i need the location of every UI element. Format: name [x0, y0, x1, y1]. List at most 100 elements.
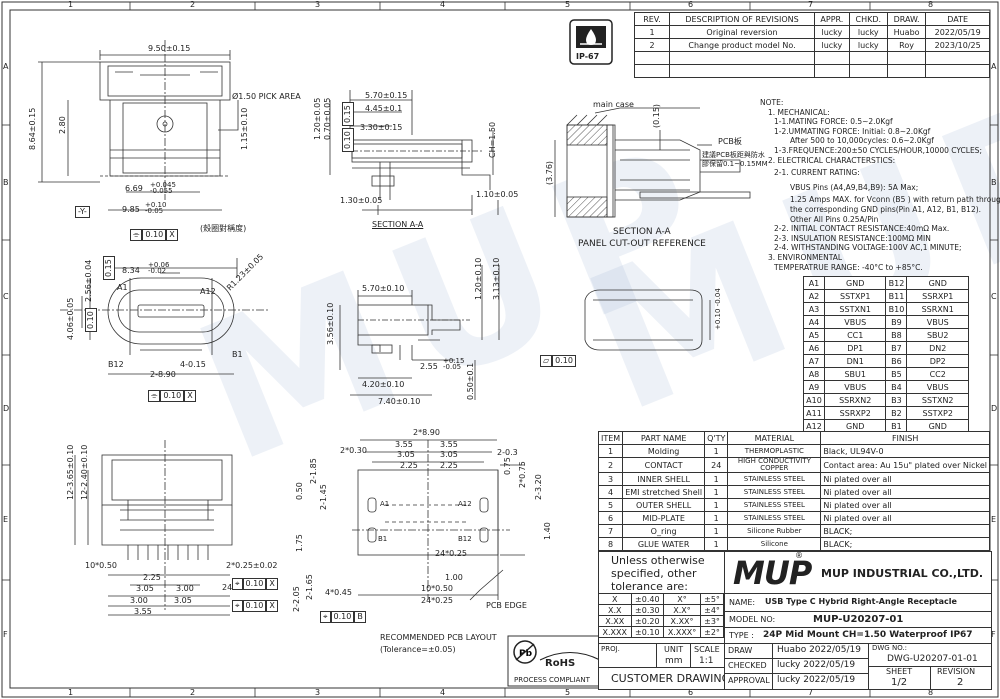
pin-cell: SSRXN1	[906, 302, 969, 316]
frame-col-4: 4	[440, 0, 446, 9]
pin-cell: A11	[803, 406, 825, 420]
rohs-label: RoHS	[545, 658, 576, 669]
bom-cell: Ni plated over all	[820, 511, 990, 525]
pcb-note-2: 膠保留0.1~0.15MM	[702, 160, 768, 168]
frame-row-e: E	[3, 515, 9, 524]
dim-top-width: 9.50±0.15	[148, 44, 191, 53]
scale-value: 1:1	[699, 656, 714, 666]
note-line: TEMPERATRUE RANGE: -40°C to +85°C.	[774, 262, 923, 272]
revision-label: REVISION	[937, 667, 976, 676]
rev-description: Change product model No.	[669, 38, 815, 52]
rohs-subtitle: PROCESS COMPLIANT	[514, 676, 590, 684]
name-label: NAME:	[729, 598, 756, 607]
pcb-dim-24025: 24*0.25	[421, 596, 453, 605]
unit-label: UNIT	[664, 645, 684, 654]
pin-cell: SSRXN2	[823, 393, 887, 407]
pin-cell: GND	[823, 276, 887, 290]
bom-header-cell: ITEM	[597, 431, 624, 445]
bom-cell: 3	[597, 472, 624, 486]
ip-rating-label: IP-67	[576, 52, 600, 61]
dim-740: 7.40±0.10	[378, 397, 421, 406]
tolerance-cell: ±0.10	[630, 626, 665, 638]
model-label: MODEL NO:	[729, 615, 776, 624]
section-title: SECTION A-A	[613, 227, 671, 237]
dwg-cell: DWG NO.: DWG-U20207-01-01	[868, 643, 992, 668]
bom-cell: 1	[704, 524, 729, 538]
pin-cell: A8	[803, 367, 825, 381]
bom-cell: OUTER SHELL	[622, 498, 706, 512]
dim-height-280: 2.80	[58, 116, 67, 134]
bom-cell: 2	[597, 457, 624, 473]
dim-255: 2.55	[420, 362, 438, 371]
main-case-label: main case	[593, 100, 634, 109]
tolerance-heading: Unless otherwise specified, other tolera…	[611, 554, 705, 593]
bom-header-cell: Q'TY	[704, 431, 729, 445]
dim-225: 2.25	[143, 573, 161, 582]
pin-cell: B2	[885, 406, 908, 420]
pick-area-label: Ø1.50 PICK AREA	[232, 92, 301, 101]
bottom-view	[74, 440, 233, 616]
dim-070: 0.70±0.05	[323, 97, 332, 140]
pcb-dim-4045: 4*0.45	[325, 588, 352, 597]
bom-cell: Silicone	[727, 537, 822, 551]
dim-2890: 2-8.90	[150, 370, 176, 379]
dim-300b: 3.00	[130, 596, 148, 605]
frame-col-7: 7	[808, 0, 814, 9]
pin-cell: A9	[803, 380, 825, 394]
dim-1050: 10*0.50	[85, 561, 117, 570]
company-logo: MUP	[733, 554, 812, 592]
pin-cell: A5	[803, 328, 825, 342]
dim-height-864: 8.64±0.15	[28, 107, 37, 150]
bom-cell: 4	[597, 485, 624, 499]
pin-cell: SSRXP2	[823, 406, 887, 420]
dwg-label: DWG NO.:	[872, 644, 908, 652]
datum-y: -Y-	[75, 199, 90, 218]
pcb-dim-1050: 10*0.50	[421, 584, 453, 593]
pin-cell: B11	[885, 289, 908, 303]
frame-row-f: F	[3, 630, 8, 639]
pcb-dim-075: 0.75	[503, 457, 512, 475]
frame-col-4: 4	[440, 688, 446, 697]
bom-cell: Silicone Rubber	[727, 524, 822, 538]
bom-cell: 1	[704, 537, 729, 551]
dim-width-985: 9.85	[122, 205, 140, 214]
note-line: 1-3.FREQUENCE:200±50 CYCLES/HOUR,10000 C…	[774, 145, 982, 155]
draw-header: DRAW.	[886, 12, 927, 26]
dim-1265: 12-3.65±0.10	[66, 444, 75, 500]
tolerance-cell: X.X	[598, 604, 632, 616]
frame-col-2: 2	[190, 688, 196, 697]
pin-cell: GND	[906, 276, 969, 290]
frame-col-3: 3	[315, 0, 321, 9]
dim-1240: 12-2.40±0.10	[80, 444, 89, 500]
bom-cell: 1	[704, 485, 729, 499]
type-value: 24P Mid Mount CH=1.50 Waterproof IP67	[763, 630, 973, 640]
unit-cell: UNIT mm	[656, 643, 692, 669]
pcb-dim-203: 2-0.3	[497, 448, 518, 457]
top-view-outline	[38, 40, 239, 211]
rev-number: 1	[634, 25, 670, 39]
pcb-dim-355b: 3.55	[440, 440, 458, 449]
dim-110: 1.10±0.05	[476, 190, 519, 199]
pin-cell: SSTXN2	[906, 393, 969, 407]
bom-cell: Ni plated over all	[820, 472, 990, 486]
checked-value: lucky 2022/05/19	[777, 660, 856, 670]
pcb-dim-225a: 2.25	[400, 461, 418, 470]
bom-header-cell: MATERIAL	[727, 431, 822, 445]
dim-356: 3.56±0.10	[326, 302, 335, 345]
bom-cell: STAINLESS STEEL	[727, 511, 822, 525]
flatness-015-front: 0.15	[96, 256, 115, 280]
pcb-dim-140: 1.40	[543, 522, 552, 540]
pin-cell: A1	[803, 276, 825, 290]
company-banner: MUP ® MUP INDUSTRIAL CO.,LTD.	[724, 551, 992, 595]
pin-cell: SSTXP1	[823, 289, 887, 303]
dim-050: 0.50±0.1	[466, 362, 475, 400]
